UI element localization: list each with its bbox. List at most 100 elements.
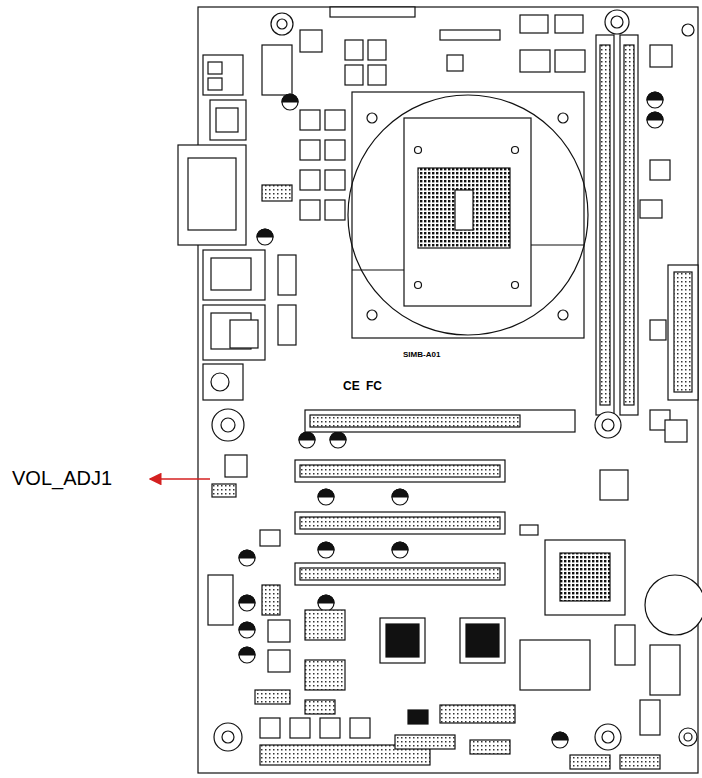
right-components [682, 24, 694, 36]
memory-slots [595, 10, 638, 438]
memory-slots [596, 35, 614, 415]
left-components [208, 409, 290, 672]
capacitors [647, 92, 663, 100]
bottom-connectors [305, 700, 335, 714]
cpu-socket [367, 310, 377, 320]
rear-io [211, 258, 251, 290]
bottom-connectors [595, 724, 621, 750]
rear-io [216, 108, 238, 132]
cpu-socket [415, 147, 422, 154]
mark-logo: FC [366, 380, 382, 393]
capacitors [239, 550, 255, 566]
left-components [260, 530, 280, 546]
top-components [330, 7, 415, 17]
top-components [345, 40, 363, 60]
cpu-socket [367, 113, 377, 123]
board-outline [198, 7, 698, 773]
left-components [221, 418, 235, 432]
bottom-connectors [440, 705, 515, 723]
chips [380, 618, 425, 663]
bottom-connectors [470, 740, 510, 754]
chips [305, 610, 345, 640]
right-components [640, 200, 662, 218]
capacitors [392, 489, 408, 505]
bottom-connectors [260, 718, 280, 738]
rear-io [178, 145, 246, 245]
capacitors [318, 542, 334, 550]
expansion-slots [310, 415, 520, 427]
bottom-connectors [395, 735, 455, 749]
capacitors [552, 732, 568, 748]
memory-slots [602, 419, 614, 431]
chips [520, 525, 538, 535]
capacitors [299, 432, 315, 440]
rear-io [203, 55, 243, 95]
capacitors [299, 432, 315, 448]
expansion-slots [300, 517, 500, 529]
right-components [640, 24, 698, 442]
capacitors [392, 489, 408, 497]
capacitors [647, 92, 663, 108]
bottom-connectors [222, 731, 234, 743]
chips [615, 625, 635, 665]
expansion-slots [295, 512, 505, 534]
bottom-connectors [602, 731, 614, 743]
cpu-socket [348, 95, 588, 335]
bottom-connectors [684, 733, 692, 741]
top-components [278, 305, 296, 345]
capacitors [647, 112, 663, 120]
top-components [345, 65, 363, 85]
capacitors [257, 229, 273, 245]
callout-arrow [150, 478, 210, 480]
memory-slots [600, 45, 610, 405]
cpu-socket [558, 310, 568, 320]
cpu-socket [352, 245, 584, 270]
capacitors [330, 432, 346, 448]
expansion-slots [295, 563, 505, 585]
chips [386, 624, 419, 657]
board-drawing [178, 7, 702, 773]
top-components [447, 55, 463, 71]
rear-io [178, 55, 265, 400]
expansion-slots [300, 568, 500, 580]
bottom-connectors [408, 710, 428, 724]
left-components [212, 484, 236, 497]
top-components [520, 15, 548, 33]
bottom-connectors [214, 690, 697, 769]
bottom-connectors [679, 728, 697, 746]
rear-io [208, 62, 222, 74]
capacitors [239, 622, 255, 630]
cpu-socket [352, 92, 584, 338]
rear-io [210, 100, 246, 140]
top-components [300, 30, 322, 52]
top-components [520, 50, 550, 72]
cpu-socket [512, 147, 519, 154]
memory-slots [620, 35, 638, 415]
chips [460, 618, 505, 663]
top-components [325, 170, 345, 190]
rear-io [203, 250, 265, 300]
capacitors [330, 432, 346, 440]
capacitors [552, 732, 568, 740]
top-components [277, 19, 287, 29]
expansion-slots [295, 410, 575, 585]
top-components [300, 200, 320, 220]
top-components [262, 185, 292, 201]
right-components [650, 160, 670, 180]
board-outline [198, 7, 698, 773]
capacitors [239, 647, 255, 663]
bottom-connectors [620, 755, 660, 769]
chips [305, 470, 702, 695]
right-components [665, 420, 687, 442]
cpu-socket [415, 282, 422, 289]
chips [645, 575, 702, 635]
top-components [325, 110, 345, 130]
top-components [300, 110, 320, 130]
capacitors [257, 229, 273, 237]
memory-slots [595, 412, 621, 438]
chips [560, 553, 610, 601]
left-components [208, 575, 233, 625]
memory-slots [611, 16, 623, 28]
chips [466, 624, 499, 657]
